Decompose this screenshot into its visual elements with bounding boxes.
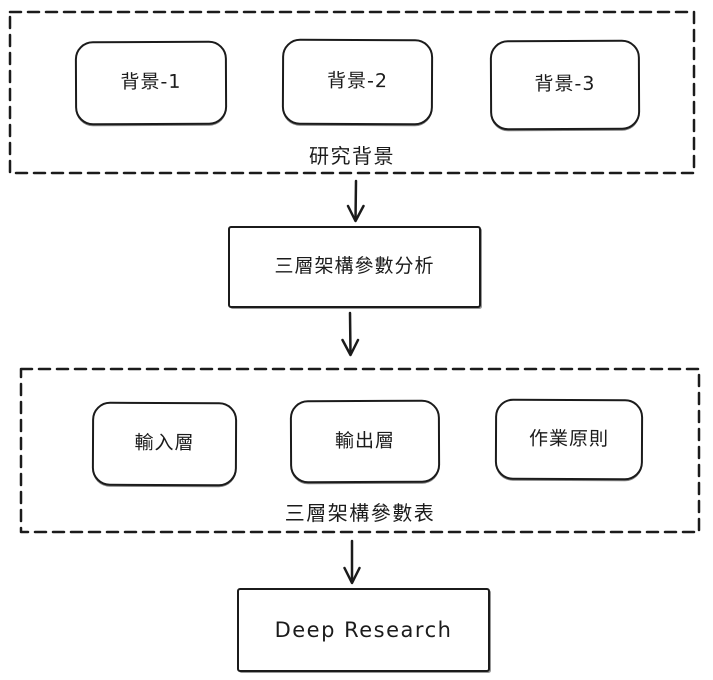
group-label-research-background: 研究背景 — [309, 144, 395, 168]
node-background-3: 背景-3 — [489, 39, 641, 131]
node-label: Deep Research — [274, 617, 453, 642]
arrow-down-icon — [346, 179, 365, 223]
node-input-layer: 輸入層 — [91, 401, 238, 487]
node-deep-research: Deep Research — [237, 588, 490, 672]
node-label: 輸出層 — [334, 429, 396, 452]
group-frame-research-background — [8, 10, 696, 175]
group-frame-parameter-table — [19, 367, 701, 534]
node-operation-principles: 作業原則 — [494, 398, 644, 481]
arrow-down-icon — [341, 311, 360, 357]
node-label: 三層架構參數分析 — [274, 255, 435, 278]
node-label: 作業原則 — [528, 427, 610, 450]
node-output-layer: 輸出層 — [289, 399, 441, 484]
node-three-layer-analysis: 三層架構參數分析 — [228, 226, 481, 308]
node-background-2: 背景-2 — [281, 38, 434, 126]
arrow-down-icon — [343, 539, 361, 585]
node-label: 背景-3 — [534, 72, 596, 96]
group-label-parameter-table: 三層架構參數表 — [284, 501, 436, 525]
node-label: 背景-2 — [326, 69, 389, 93]
node-background-1: 背景-1 — [74, 40, 228, 126]
node-label: 輸入層 — [134, 431, 195, 455]
node-label: 背景-1 — [120, 70, 182, 94]
